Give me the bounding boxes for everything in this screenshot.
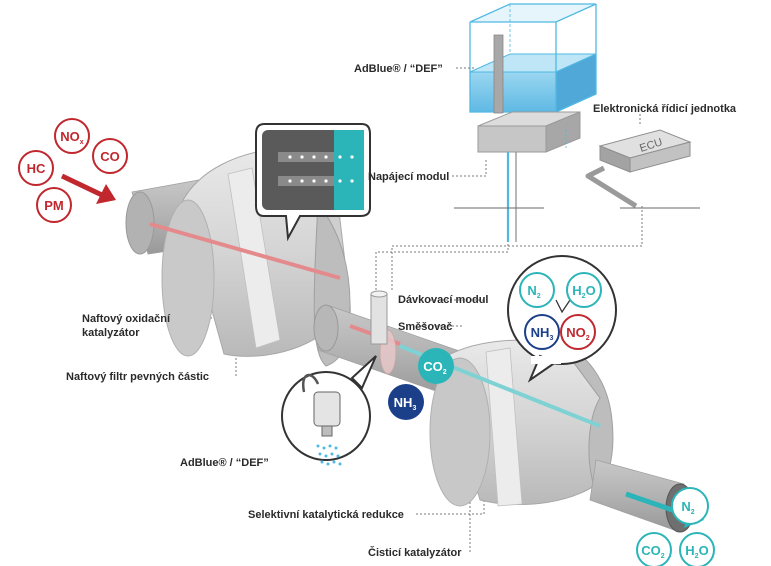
svg-text:PM: PM — [44, 198, 64, 213]
injector-detail-callout — [281, 355, 377, 466]
scr-canister — [429, 339, 614, 507]
inlet-arrow — [96, 184, 116, 204]
label-doc-line2: katalyzátor — [82, 327, 140, 339]
label-dosing-module: Dávkovací modul — [398, 294, 488, 306]
reaction-h2o: H2O — [566, 272, 602, 308]
adblue-tank — [469, 3, 597, 114]
svg-text:NH3: NH3 — [394, 395, 417, 412]
label-mixer: Směšovač — [398, 321, 452, 333]
reaction-no2: NO2 — [560, 314, 596, 350]
label-doc-line1: Naftový oxidační — [82, 313, 171, 325]
label-adblue-spray: AdBlue® / “DEF” — [180, 457, 269, 469]
svg-text:NO2: NO2 — [566, 325, 590, 342]
label-dpf: Naftový filtr pevných částic — [66, 371, 209, 383]
label-cleanup-catalyst: Čisticí katalyzátor — [368, 546, 462, 559]
reaction-n2: N2 — [519, 272, 555, 308]
pipe-gas-co2: CO2 — [418, 348, 454, 384]
label-ecu: Elektronická řídicí jednotka — [593, 103, 737, 115]
svg-text:CO: CO — [100, 149, 120, 164]
svg-text:CO2: CO2 — [423, 359, 447, 376]
filter-detail-callout — [255, 123, 371, 242]
svg-text:NOx: NOx — [60, 129, 84, 146]
svg-text:NH3: NH3 — [531, 325, 554, 342]
svg-text:N2: N2 — [681, 499, 694, 516]
inlet-gas-co: CO — [92, 138, 128, 174]
label-adblue-tank: AdBlue® / “DEF” — [354, 63, 443, 75]
doc-flow-line — [149, 222, 341, 280]
outlet-gas-co2: CO2 — [636, 532, 672, 566]
supply-module — [477, 111, 581, 153]
reaction-nh3: NH3 — [524, 314, 560, 350]
outlet-gas-n2: N2 — [671, 487, 709, 525]
svg-text:H2O: H2O — [685, 543, 708, 560]
inlet-gas-nox: NOx — [54, 118, 90, 154]
label-supply-module: Napájecí modul — [368, 171, 449, 183]
ecu-box: ECU — [598, 129, 692, 173]
label-scr: Selektivní katalytická redukce — [248, 509, 404, 521]
pipe-gas-nh3: NH3 — [388, 384, 424, 420]
dosing-injector — [370, 290, 388, 345]
outlet-gas-h2o: H2O — [679, 532, 715, 566]
inlet-gas-hc: HC — [18, 150, 54, 186]
svg-text:HC: HC — [27, 161, 46, 176]
svg-text:CO2: CO2 — [641, 543, 665, 560]
svg-text:H2O: H2O — [572, 283, 595, 300]
svg-text:N2: N2 — [527, 283, 540, 300]
inlet-gas-pm: PM — [36, 187, 72, 223]
